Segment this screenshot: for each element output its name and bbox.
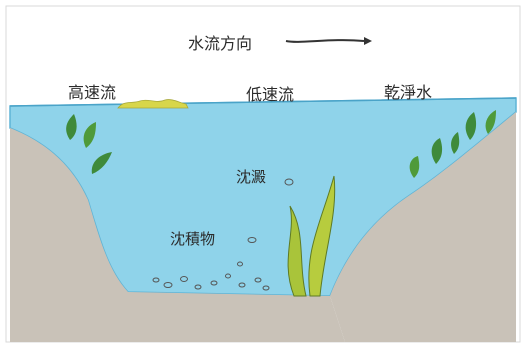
settling-particle: [284, 178, 294, 186]
sediment-label: 沈積物: [170, 230, 216, 248]
right-plants: [409, 110, 496, 178]
left-plants: [66, 114, 112, 174]
slow-flow-label: 低速流: [246, 85, 295, 104]
flow-direction-label: 水流方向: [188, 34, 253, 53]
settling-label: 沈澱: [236, 168, 267, 186]
clean-water-label: 乾淨水: [384, 83, 433, 102]
riverbed: [128, 292, 345, 342]
right-bank: [330, 112, 516, 342]
surface-foam: [117, 99, 189, 109]
water-surface-line: [9, 97, 517, 107]
sediment-pebbles: [152, 237, 270, 291]
seaweed: [287, 175, 336, 297]
left-bank: [10, 128, 128, 342]
flow-arrow-icon: [285, 37, 372, 45]
fast-flow-label: 高速流: [68, 83, 117, 102]
